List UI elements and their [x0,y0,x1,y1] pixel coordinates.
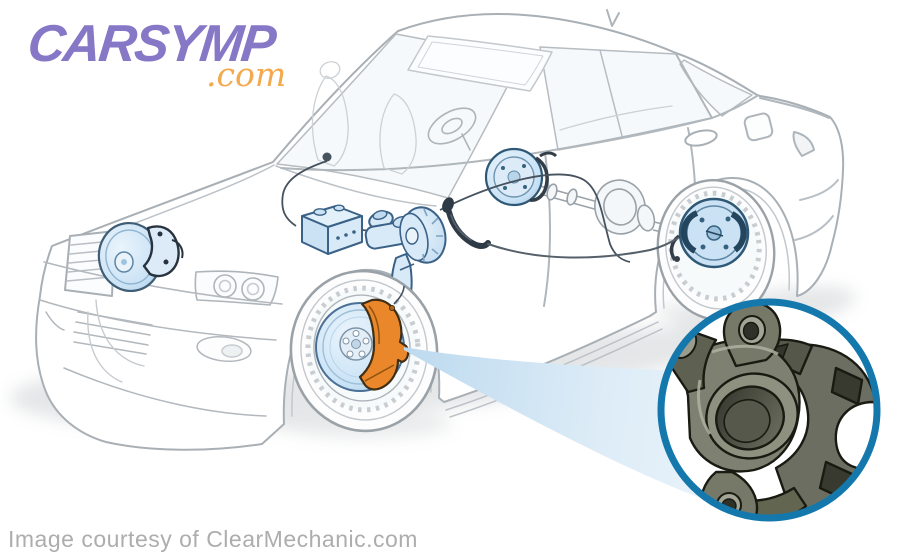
rear-axle-icon [539,179,701,241]
headlight [194,270,279,306]
logo-tld-text: .com [206,55,287,94]
rear-drum-right-icon[interactable] [669,197,750,269]
rear-details [684,95,839,241]
rear-drum-left-icon[interactable] [484,147,558,207]
front-wheel [289,269,439,433]
steering-wheel [427,107,477,151]
brake-booster-icon[interactable] [396,203,452,267]
fuel-cap [743,112,774,142]
far-side-brake-disc-icon[interactable] [94,218,184,296]
abs-module-icon[interactable] [301,204,363,255]
front-bumper [39,261,283,417]
door-handle [684,129,718,147]
magnifier-beam [404,347,706,500]
rear-brake-line [439,173,631,263]
orange-caliper-highlight-icon[interactable] [358,285,410,391]
interior-seats [311,61,673,175]
magnifier-callout-circle[interactable] [657,298,884,535]
image-credit-text: Image courtesy of ClearMechanic.com [8,526,418,552]
sunroof [407,35,553,92]
callout-ring [657,298,881,522]
handbrake-lever-icon[interactable] [440,196,679,259]
taillight [792,131,815,157]
site-logo[interactable]: CARSYMP .com [25,15,298,98]
rear-wheel [656,179,776,321]
brake-caliper-3d-icon [667,304,875,516]
